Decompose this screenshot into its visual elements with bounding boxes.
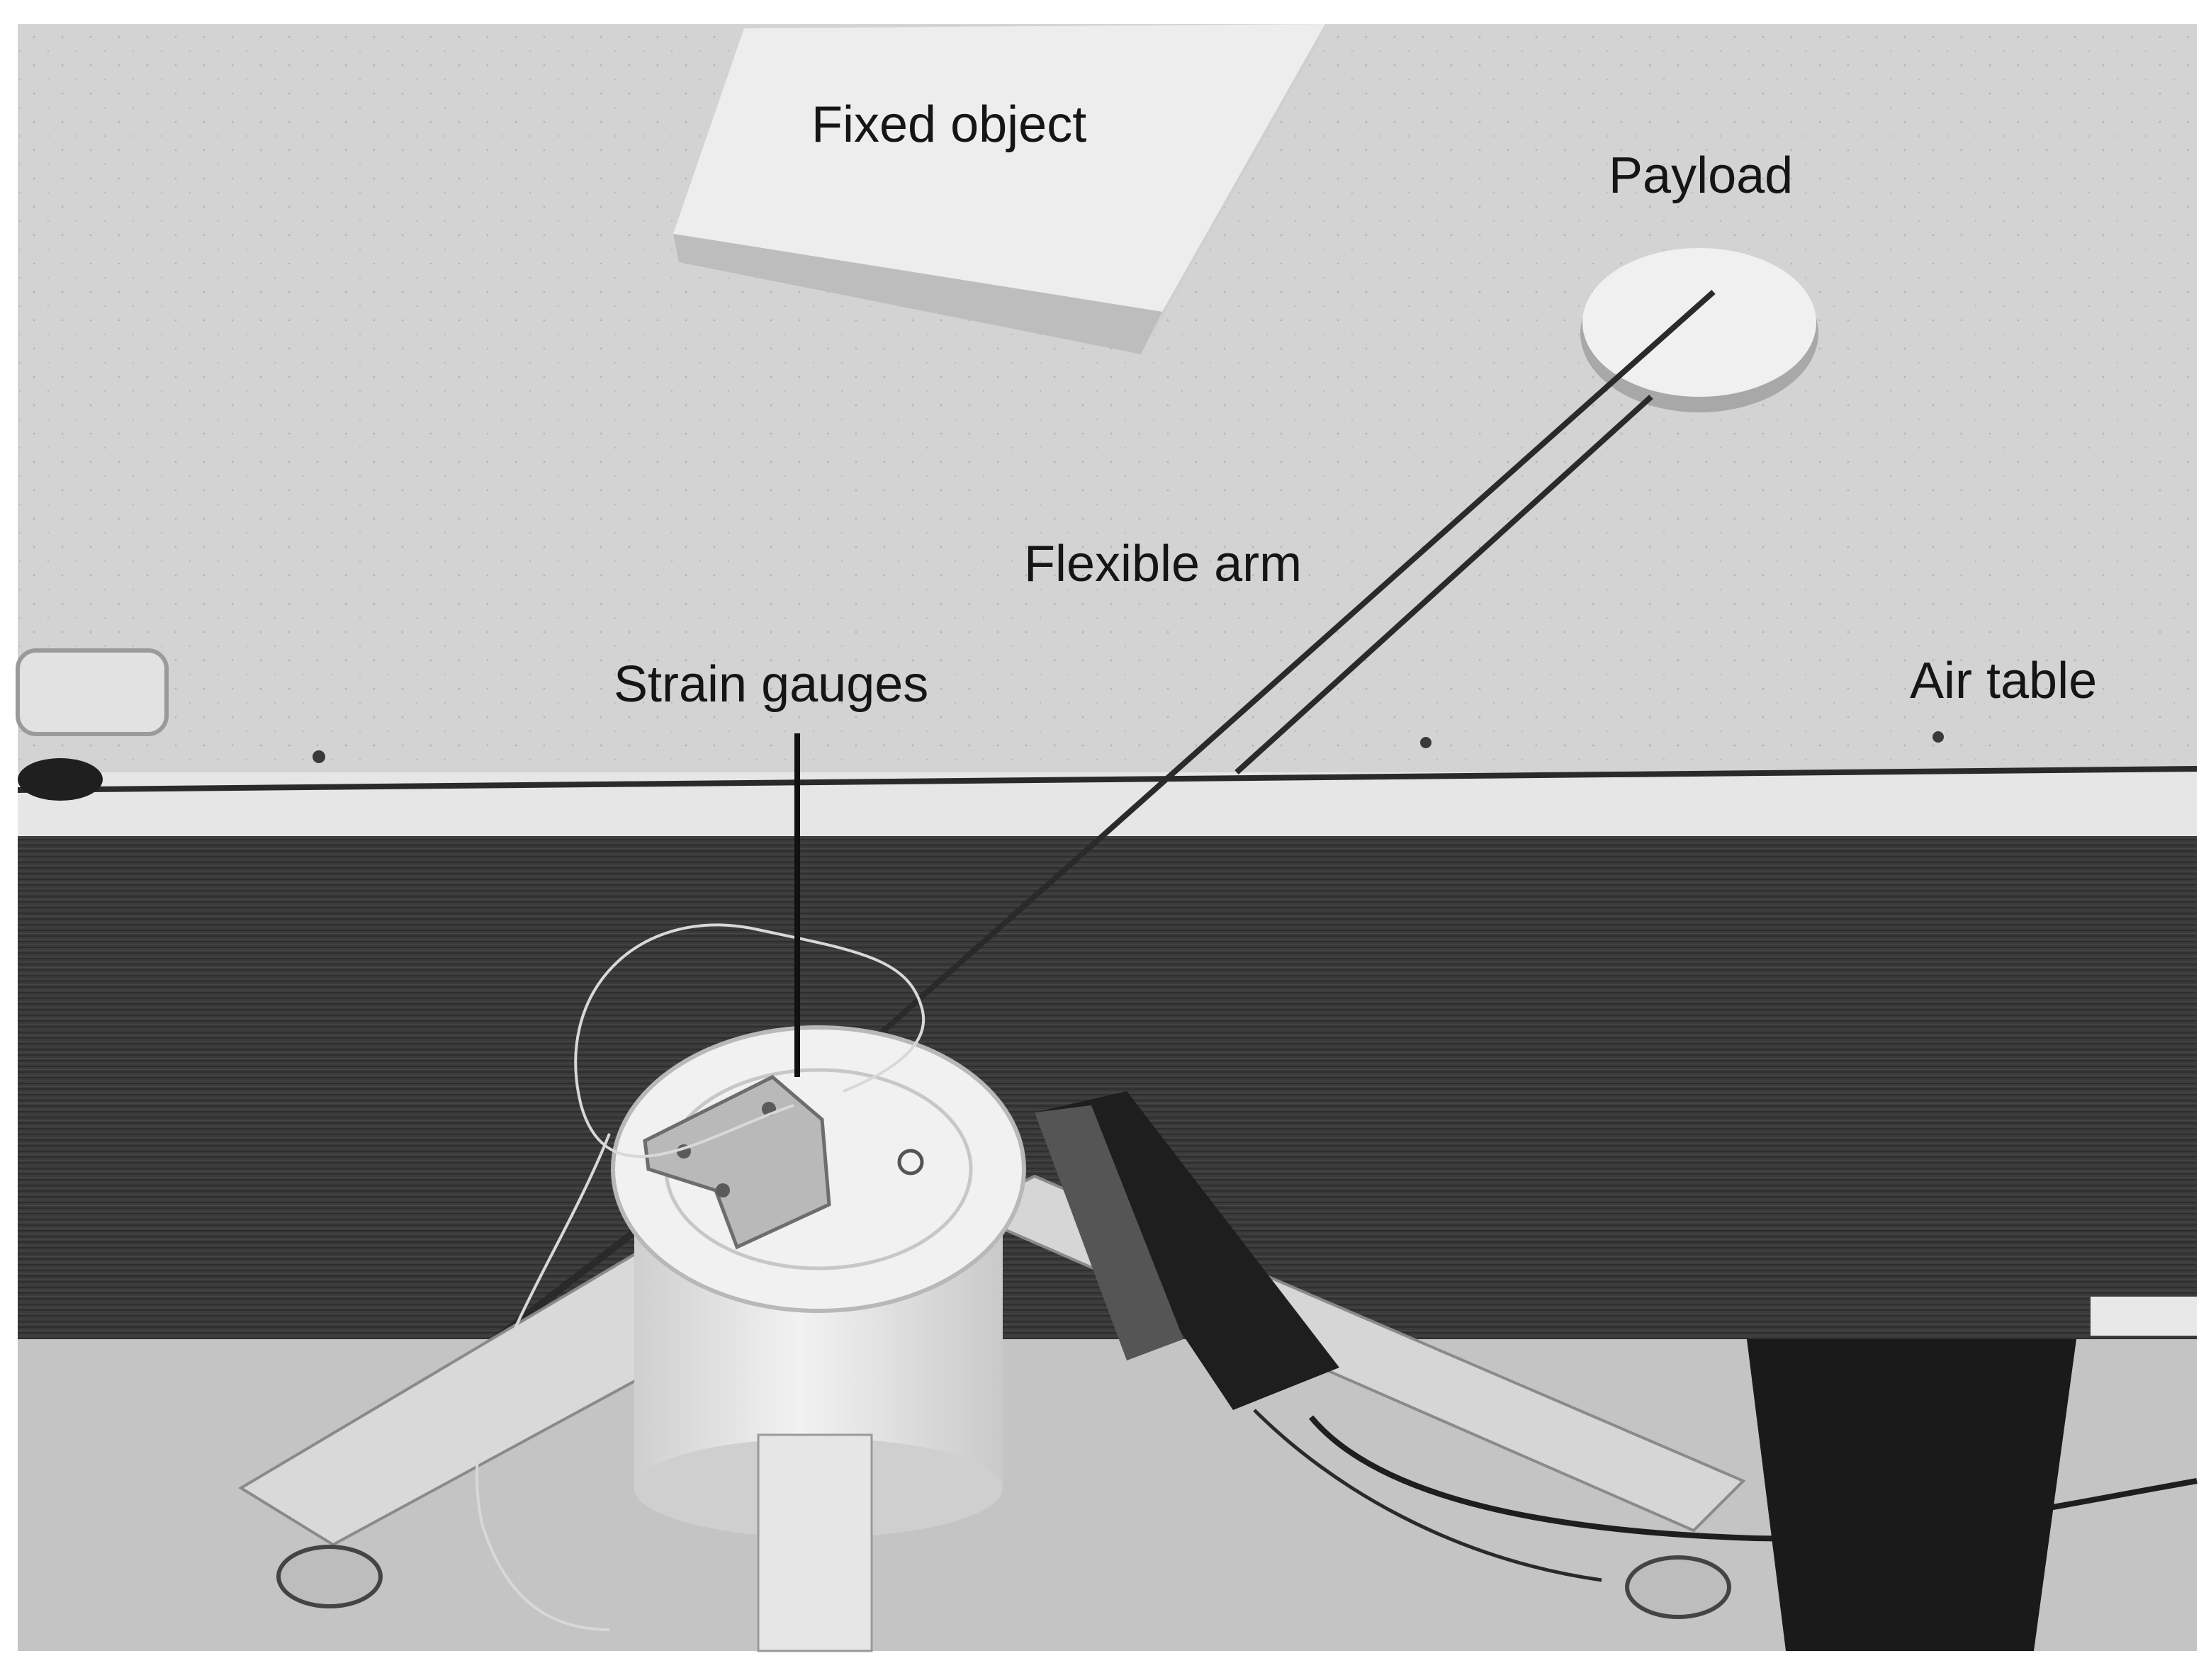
photo-area: [16, 24, 2198, 1652]
label-air-table: Air table: [1910, 653, 2097, 709]
fixed-object: [673, 24, 1325, 354]
label-fixed-object: Fixed object: [811, 96, 1086, 153]
motor-housing: [611, 1025, 1026, 1538]
label-flexible-arm: Flexible arm: [1024, 536, 1302, 592]
dark-box: [1747, 1339, 2076, 1651]
paper-strip: [757, 1433, 873, 1652]
label-strain-gauges: Strain gauges: [614, 656, 928, 713]
electronics-box: [1035, 1091, 1339, 1410]
strain-gauge-wire: [574, 923, 925, 1158]
label-payload: Payload: [1609, 147, 1793, 204]
payload-disc: [1580, 248, 1818, 412]
table-handle: [16, 648, 169, 736]
table-edge-strip: [18, 772, 2197, 838]
